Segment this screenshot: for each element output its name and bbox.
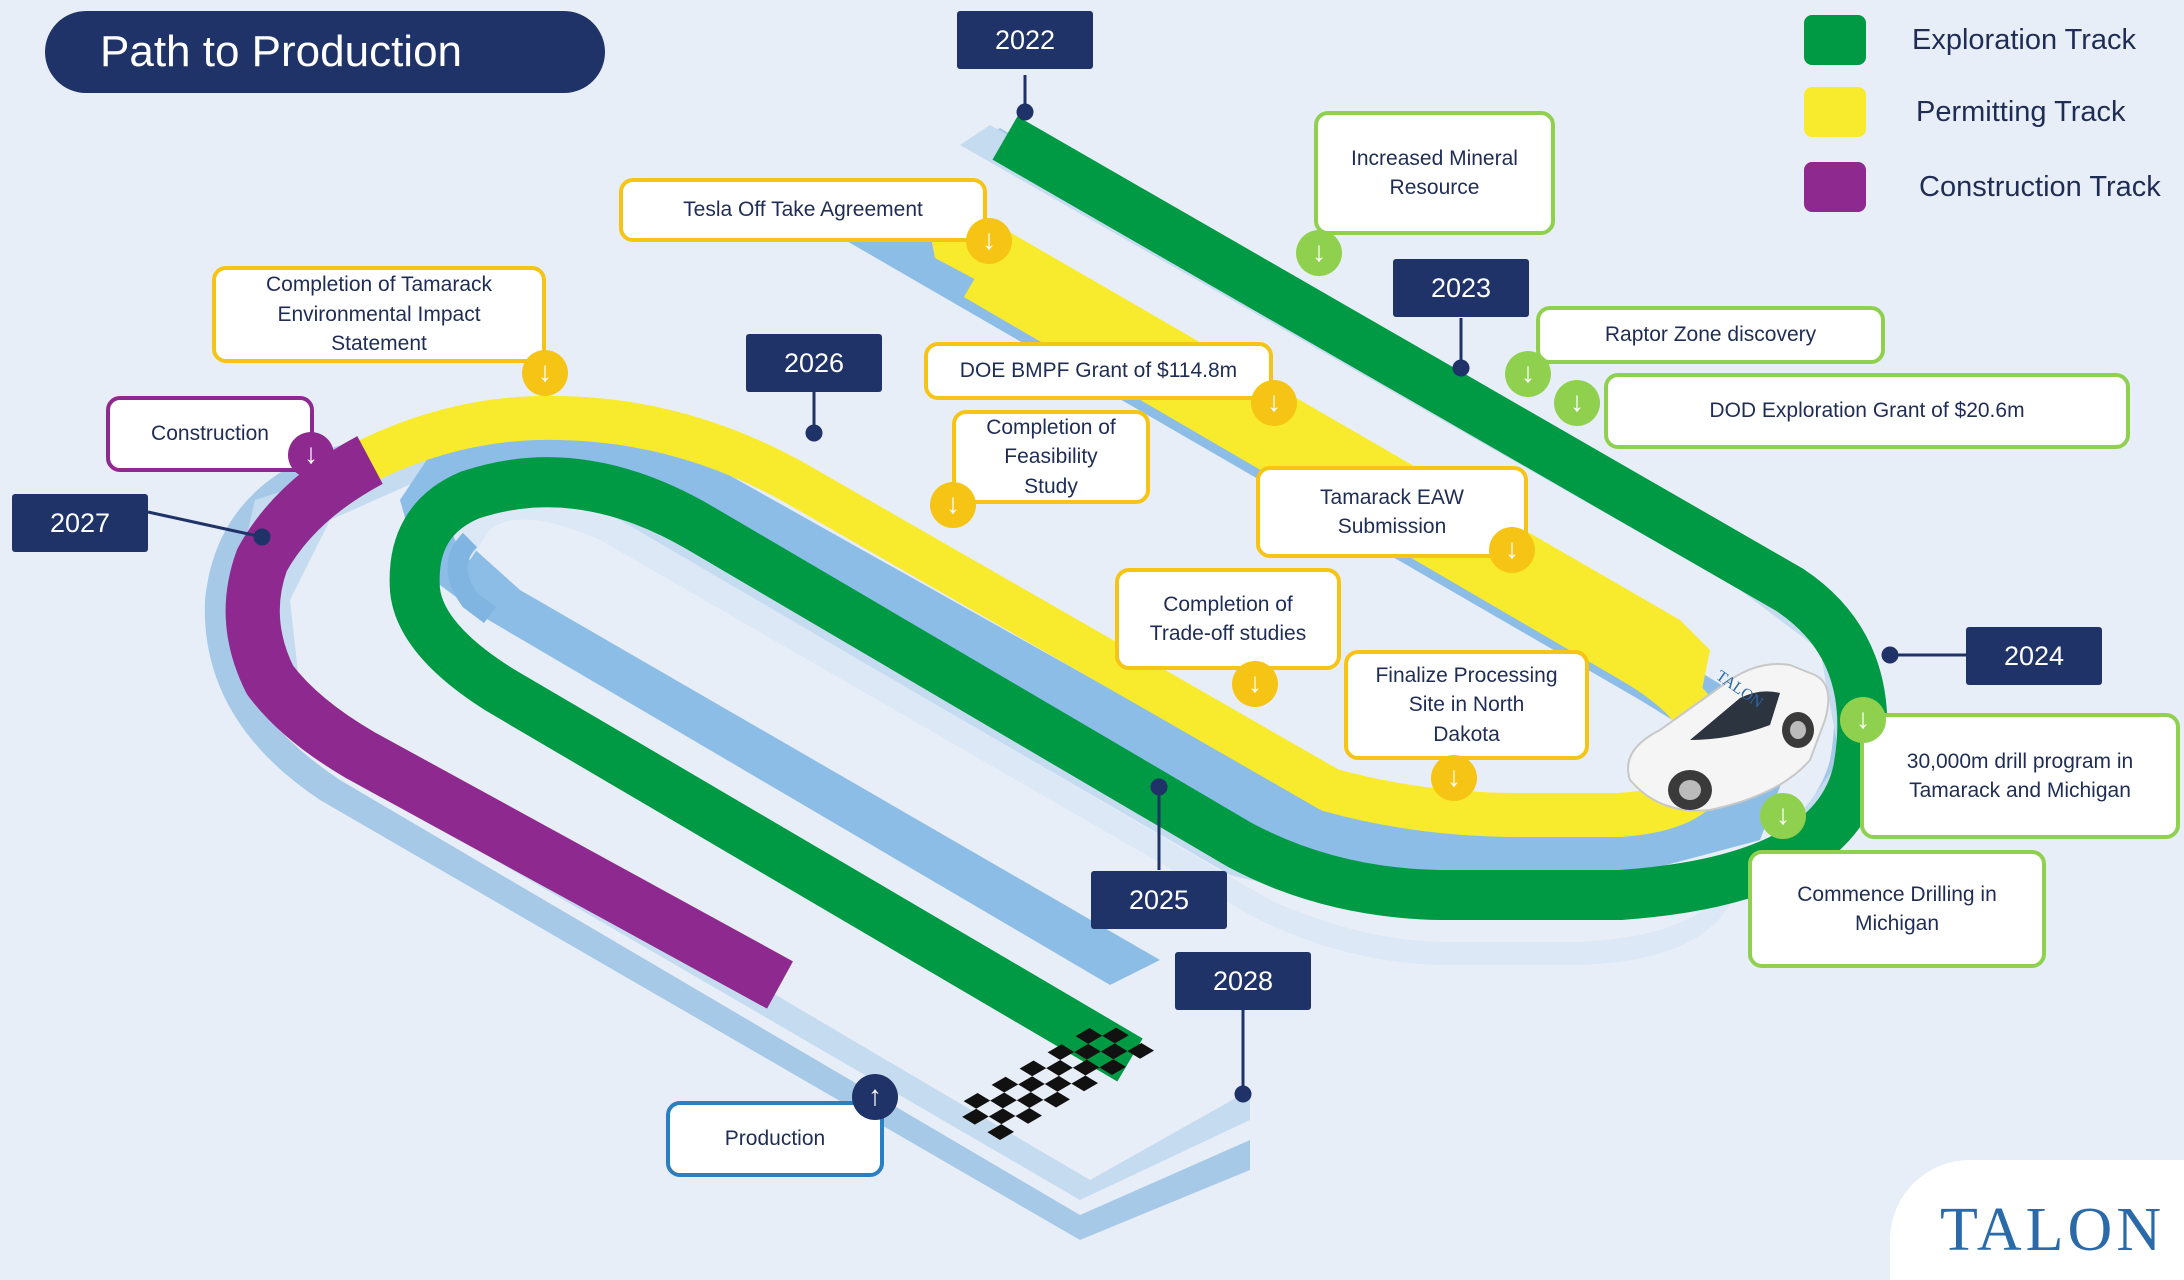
checker-square — [1127, 1042, 1154, 1059]
checker-square — [1018, 1076, 1045, 1093]
callout-raptor-zone: Raptor Zone discovery — [1536, 306, 1885, 364]
callout-tradeoff-studies: Completion of Trade-off studies — [1115, 568, 1341, 670]
finish-line-checkered — [962, 1027, 1154, 1140]
checker-square — [991, 1076, 1019, 1093]
checker-square — [1015, 1107, 1042, 1124]
page-title: Path to Production — [45, 11, 605, 93]
arrow-down-icon: ↓ — [966, 218, 1012, 264]
checker-square — [1072, 1059, 1100, 1076]
checker-square — [1047, 1044, 1075, 1061]
callout-text: Raptor Zone discovery — [1604, 323, 1817, 347]
exploration-inner-shadow — [447, 532, 496, 623]
arrow-down-icon: ↓ — [1505, 351, 1551, 397]
callout-mineral-resource: Increased Mineral Resource — [1314, 111, 1555, 235]
year-tag-2025: 2025 — [1091, 871, 1227, 929]
legend-swatch — [1804, 162, 1866, 212]
checker-square — [1044, 1075, 1072, 1092]
callout-eaw-submission: Tamarack EAW Submission — [1256, 466, 1528, 558]
year-tag-2022: 2022 — [957, 11, 1093, 69]
year-tag-2028: 2028 — [1175, 952, 1311, 1010]
callout-text: Completion of Trade-off studies — [1149, 592, 1307, 645]
callout-text: Completion of Tamarack Environmental Imp… — [265, 273, 493, 356]
checker-square — [987, 1124, 1014, 1140]
permitting-track-top-segment — [930, 212, 1710, 700]
callout-text: Commence Drilling in Michigan — [1797, 882, 1997, 935]
year-tag-2026: 2026 — [746, 334, 882, 392]
arrow-down-icon: ↓ — [1431, 755, 1477, 801]
callout-tesla-offtake: Tesla Off Take Agreement — [619, 178, 987, 242]
checker-square — [1043, 1091, 1070, 1108]
callout-construction: Construction — [106, 396, 314, 472]
legend-item-permitting: Permitting Track — [1804, 87, 2126, 137]
callout-text: DOE BMPF Grant of $114.8m — [959, 359, 1238, 383]
arrow-down-icon: ↓ — [288, 432, 334, 478]
callout-text: DOD Exploration Grant of $20.6m — [1709, 399, 2025, 423]
checker-square — [1016, 1092, 1044, 1108]
callout-text: Finalize Processing Site in North Dakota — [1375, 663, 1558, 746]
arrow-up-icon: ↑ — [852, 1074, 898, 1120]
legend-label: Construction Track — [1919, 170, 2161, 203]
checker-square — [1075, 1028, 1103, 1044]
callout-feasibility-study: Completion of Feasibility Study — [952, 410, 1150, 504]
track-infield — [452, 493, 1741, 965]
arrow-down-icon: ↓ — [1251, 380, 1297, 426]
exploration-track-path — [389, 116, 1888, 1082]
year-connectors — [147, 75, 1966, 1103]
arrow-down-icon: ↓ — [1232, 661, 1278, 707]
callout-text: Construction — [151, 422, 269, 446]
legend-item-construction: Construction Track — [1804, 162, 2161, 212]
year-tag-2027: 2027 — [12, 494, 148, 552]
callout-text: Completion of Feasibility Study — [986, 415, 1116, 498]
checker-square — [1046, 1060, 1073, 1076]
checker-square — [990, 1092, 1017, 1109]
callout-doe-grant: DOE BMPF Grant of $114.8m — [924, 342, 1273, 400]
legend-label: Exploration Track — [1912, 23, 2137, 56]
legend-swatch — [1804, 87, 1866, 137]
checker-square — [1099, 1059, 1126, 1076]
checker-square — [1019, 1060, 1047, 1077]
checker-square — [1071, 1075, 1098, 1092]
year-tag-2023: 2023 — [1393, 259, 1529, 317]
year-tag-2024: 2024 — [1966, 627, 2102, 685]
checker-square — [962, 1108, 989, 1125]
checker-square — [1074, 1043, 1101, 1060]
arrow-down-icon: ↓ — [1296, 230, 1342, 276]
legend-item-exploration: Exploration Track — [1804, 15, 2136, 65]
arrow-down-icon: ↓ — [522, 350, 568, 396]
legend-label: Permitting Track — [1916, 95, 2126, 128]
callout-production: Production — [666, 1101, 884, 1177]
company-logo-text: TALON — [1940, 1196, 2166, 1264]
checker-square — [1102, 1027, 1129, 1044]
callout-drilling-michigan: Commence Drilling in Michigan — [1748, 850, 2046, 968]
callout-text: Increased Mineral Resource — [1351, 146, 1518, 199]
arrow-down-icon: ↓ — [930, 482, 976, 528]
callout-eis-completion: Completion of Tamarack Environmental Imp… — [212, 266, 546, 363]
arrow-down-icon: ↓ — [1489, 527, 1535, 573]
arrow-down-icon: ↓ — [1554, 380, 1600, 426]
arrow-down-icon: ↓ — [1760, 793, 1806, 839]
checker-square — [988, 1108, 1016, 1125]
checker-square — [1100, 1043, 1128, 1060]
construction-track-path — [225, 436, 793, 1009]
callout-drill-program: 30,000m drill program in Tamarack and Mi… — [1860, 713, 2180, 839]
legend-swatch — [1804, 15, 1866, 65]
callout-text: Tamarack EAW Submission — [1320, 485, 1464, 538]
callout-processing-site: Finalize Processing Site in North Dakota — [1344, 650, 1589, 760]
car-illustration: TALON — [1627, 663, 1830, 812]
arrow-down-icon: ↓ — [1840, 697, 1886, 743]
callout-dod-grant: DOD Exploration Grant of $20.6m — [1604, 373, 2130, 449]
callout-text: 30,000m drill program in Tamarack and Mi… — [1906, 749, 2134, 802]
callout-text: Tesla Off Take Agreement — [683, 198, 923, 222]
checker-square — [963, 1092, 991, 1109]
callout-text: Production — [724, 1127, 826, 1151]
